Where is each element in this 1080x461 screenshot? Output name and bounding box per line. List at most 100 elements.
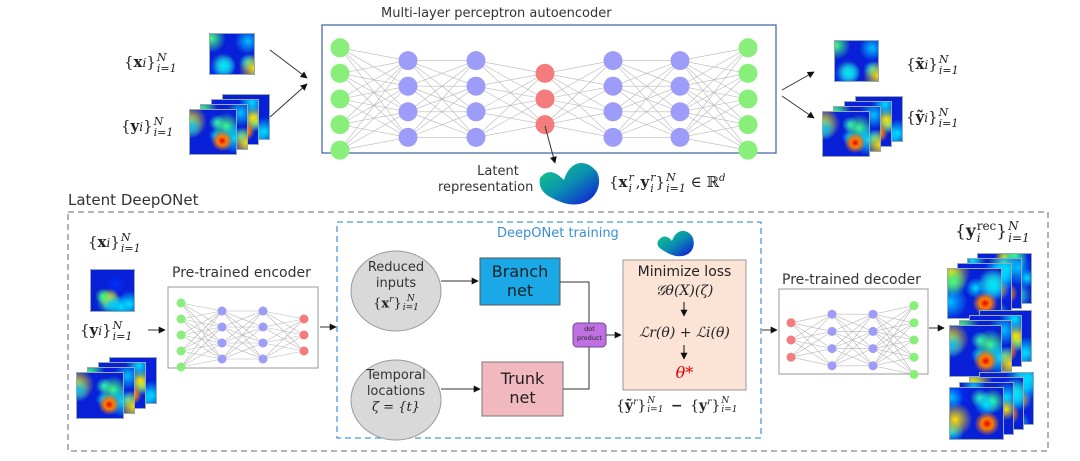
network-edge <box>612 85 681 113</box>
network-edge <box>872 314 915 375</box>
network-edge <box>180 302 223 360</box>
network-edge <box>339 73 409 87</box>
network-edge <box>407 60 477 113</box>
network-edge <box>679 47 749 113</box>
encoder-box <box>167 286 319 369</box>
network-edge <box>831 348 874 367</box>
network-edge <box>679 85 749 151</box>
trunk-to-dot-line <box>563 347 590 390</box>
network-edge <box>475 73 546 138</box>
network-node <box>330 140 350 160</box>
network-edge <box>339 98 409 138</box>
network-node <box>909 369 919 379</box>
network-edge <box>831 331 874 367</box>
network-edge <box>872 305 915 349</box>
network-edge <box>872 305 915 315</box>
network-edge <box>262 326 305 336</box>
network-edge <box>544 85 614 125</box>
network-node <box>738 38 758 58</box>
network-edge <box>180 342 223 352</box>
network-edge <box>679 73 749 87</box>
network-edge <box>612 60 681 138</box>
network-edge <box>679 47 749 61</box>
network-edge <box>262 318 305 360</box>
network-edge <box>339 111 409 125</box>
optimal-theta: θ* <box>675 363 694 382</box>
network-edge <box>180 302 223 312</box>
network-edge <box>180 310 223 320</box>
network-node <box>466 127 486 147</box>
network-edge <box>262 310 305 336</box>
network-edge <box>872 322 915 349</box>
network-edge <box>475 60 546 100</box>
network-edge <box>475 60 546 125</box>
network-node <box>535 89 555 109</box>
network-node <box>603 127 623 147</box>
network-edge <box>475 60 546 74</box>
autoencoder-network <box>330 38 758 160</box>
encoder-network <box>176 298 309 372</box>
network-edge <box>407 111 477 138</box>
network-edge <box>831 314 874 366</box>
network-edge <box>180 318 223 344</box>
network-edge <box>339 60 409 74</box>
network-node <box>738 115 758 135</box>
network-edge <box>544 73 614 113</box>
network-node <box>176 314 186 324</box>
network-node <box>217 338 227 348</box>
network-edge <box>339 60 409 100</box>
network-edge <box>180 326 223 336</box>
network-edge <box>872 313 915 341</box>
network-edge <box>831 348 874 367</box>
network-edge <box>339 111 409 151</box>
network-edge <box>831 331 874 349</box>
network-edge <box>790 356 833 367</box>
network-edge <box>544 73 614 87</box>
network-edge <box>872 348 915 375</box>
branch-net-label: Branch net <box>491 262 549 300</box>
network-node <box>786 318 796 328</box>
network-node <box>398 127 418 147</box>
network-node <box>466 76 486 96</box>
network-edge <box>339 60 409 151</box>
temporal-locations-label: Temporal locations ζ = {t} <box>366 368 426 415</box>
network-edge <box>872 331 915 341</box>
network-node <box>535 63 555 83</box>
network-edge <box>221 342 264 360</box>
network-edge <box>475 111 546 125</box>
network-node <box>909 335 919 345</box>
network-node <box>868 361 878 371</box>
trunk-net-label: Trunk net <box>500 369 545 407</box>
network-edge <box>679 98 749 113</box>
network-edge <box>262 342 305 352</box>
network-edge <box>407 85 477 138</box>
network-node <box>330 38 350 58</box>
network-edge <box>679 73 749 138</box>
network-edge <box>790 331 833 358</box>
encoder-title: Pre-trained encoder <box>172 265 311 281</box>
network-node <box>603 76 623 96</box>
network-edge <box>221 326 264 360</box>
network-edge <box>679 60 749 100</box>
network-edge <box>221 310 264 344</box>
network-edge <box>180 334 223 344</box>
network-node <box>398 102 418 122</box>
network-edge <box>679 47 749 138</box>
network-edge <box>339 47 409 113</box>
network-edge <box>831 313 874 349</box>
network-edge <box>612 85 681 113</box>
network-edge <box>544 98 614 113</box>
network-edge <box>339 124 409 138</box>
network-edge <box>180 326 223 352</box>
arrow-latent-down <box>544 125 557 164</box>
network-edge <box>612 60 681 113</box>
network-edge <box>831 331 874 349</box>
autoencoder-box <box>321 24 777 154</box>
network-node <box>670 76 690 96</box>
network-edge <box>612 60 681 138</box>
network-edge <box>180 302 223 328</box>
network-node <box>258 322 268 332</box>
